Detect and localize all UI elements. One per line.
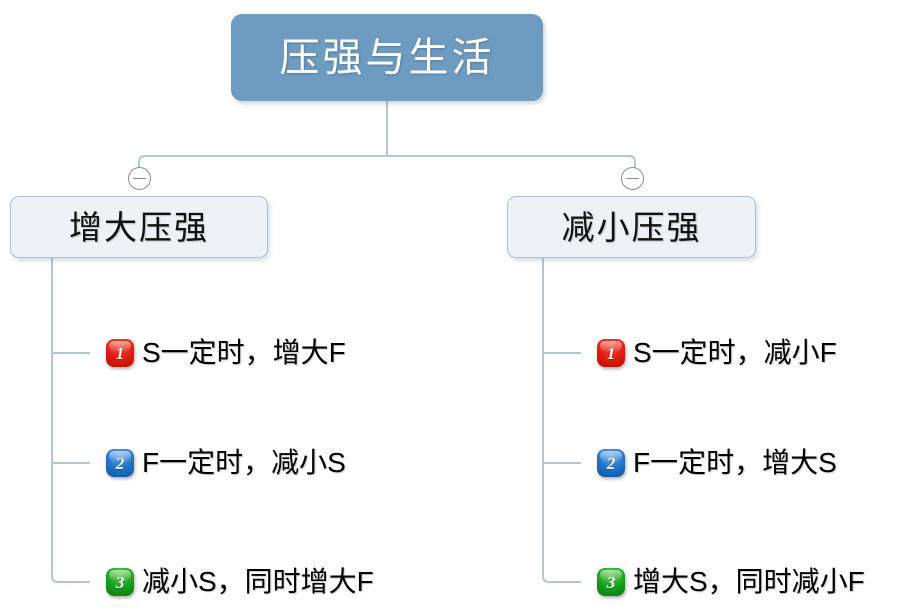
connector-left-trunk [51,258,90,583]
leaf-item-increase-3[interactable]: 3 减小S，同时增大F [106,565,374,599]
badge-number-text: 3 [606,572,616,592]
minus-circle-icon-increase-pressure[interactable] [128,167,151,190]
badge-number-icon-blue: 2 [597,449,625,477]
connector-root-bus [138,155,636,167]
leaf-item-label: S一定时，减小F [633,337,837,368]
leaf-item-label: F一定时，增大S [633,447,837,478]
leaf-item-label: 减小S，同时增大F [142,566,374,597]
badge-number-icon-green: 3 [106,568,134,596]
branch-node-increase-pressure[interactable]: 增大压强 [10,196,268,258]
badge-number-icon-green: 3 [597,568,625,596]
leaf-item-label: F一定时，减小S [142,447,346,478]
minus-circle-icon-decrease-pressure[interactable] [621,167,644,190]
leaf-item-decrease-2[interactable]: 2 F一定时，增大S [597,446,837,480]
badge-number-text: 2 [115,453,125,473]
leaf-item-increase-1[interactable]: 1 S一定时，增大F [106,336,346,370]
leaf-item-decrease-1[interactable]: 1 S一定时，减小F [597,336,837,370]
leaf-item-label: 增大S，同时减小F [633,566,865,597]
badge-number-text: 1 [115,343,125,363]
leaf-item-increase-2[interactable]: 2 F一定时，减小S [106,446,346,480]
badge-number-text: 2 [606,453,616,473]
branch-node-label: 增大压强 [69,208,209,246]
badge-number-icon-red: 1 [597,339,625,367]
branch-node-label: 减小压强 [561,208,702,246]
badge-number-text: 3 [115,572,125,592]
badge-number-text: 1 [606,343,616,363]
badge-number-icon-red: 1 [106,339,134,367]
connector-right-trunk [542,258,581,583]
root-node[interactable]: 压强与生活 [231,14,543,101]
root-node-label: 压强与生活 [279,35,495,80]
leaf-item-decrease-3[interactable]: 3 增大S，同时减小F [597,565,865,599]
leaf-item-label: S一定时，增大F [142,337,346,368]
badge-number-icon-blue: 2 [106,449,134,477]
branch-node-decrease-pressure[interactable]: 减小压强 [507,196,756,258]
